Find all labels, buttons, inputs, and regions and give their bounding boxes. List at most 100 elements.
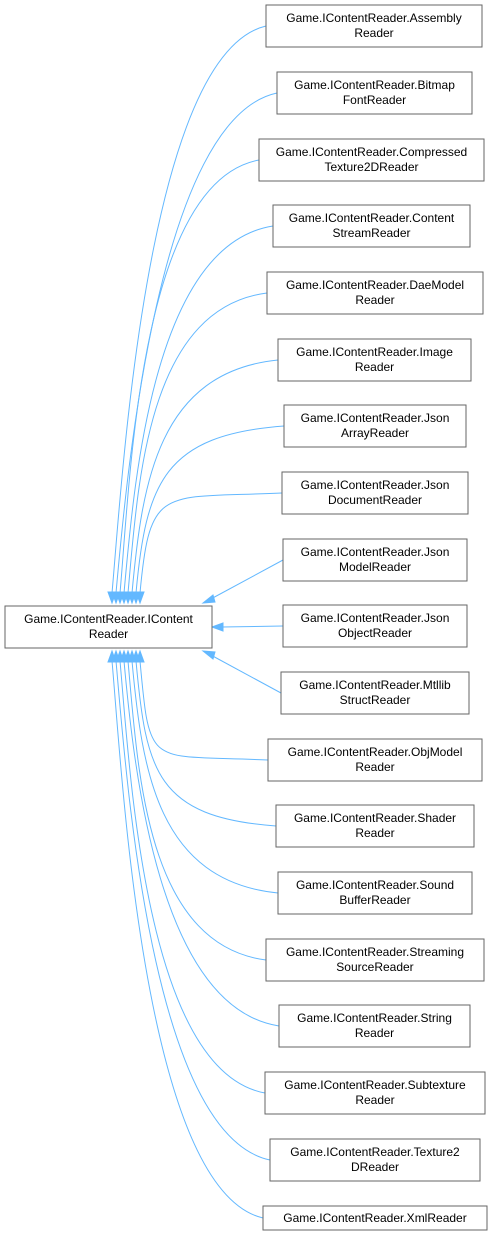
derived-class-label-line1: Game.IContentReader.Content bbox=[289, 211, 455, 225]
inheritance-edge-jsondocumentreader bbox=[135, 492, 283, 605]
inheritance-edge-jsonobjectreader bbox=[210, 622, 284, 632]
derived-class-label-line1: Game.IContentReader.Streaming bbox=[286, 945, 464, 959]
inheritance-edge-imagereader bbox=[127, 359, 279, 605]
derived-class-label-line2: DReader bbox=[351, 1160, 399, 1174]
derived-class-label-line1: Game.IContentReader.Json bbox=[301, 411, 450, 425]
inheritance-edges bbox=[107, 25, 285, 1219]
node-box bbox=[277, 871, 473, 915]
node-box bbox=[269, 1138, 481, 1182]
derived-class-label-line1: Game.IContentReader.Json bbox=[301, 478, 450, 492]
derived-class-label-line1: Game.IContentReader.Json bbox=[301, 545, 450, 559]
derived-class-node-streamingsourcereader[interactable]: Game.IContentReader.StreamingSourceReade… bbox=[265, 938, 485, 982]
node-box bbox=[272, 204, 471, 248]
inheritance-edge-jsonarrayreader bbox=[131, 425, 285, 605]
derived-class-label-line1: Game.IContentReader.XmlReader bbox=[283, 1211, 466, 1225]
derived-class-label-line2: BufferReader bbox=[339, 893, 410, 907]
derived-class-label-line2: Texture2DReader bbox=[324, 160, 418, 174]
derived-class-label-line2: ObjectReader bbox=[338, 626, 412, 640]
node-box bbox=[280, 671, 470, 715]
inheritance-edge-streamingsourcereader bbox=[123, 649, 267, 961]
derived-class-label-line2: Reader bbox=[355, 826, 394, 840]
derived-class-label-line2: ArrayReader bbox=[341, 426, 409, 440]
derived-class-label-line1: Game.IContentReader.Subtexture bbox=[284, 1078, 466, 1092]
derived-class-label-line2: Reader bbox=[355, 1026, 394, 1040]
node-box bbox=[264, 1071, 486, 1115]
inheritance-edge-contentstreamreader bbox=[119, 225, 274, 605]
derived-class-label-line2: Reader bbox=[354, 26, 393, 40]
derived-class-label-line2: Reader bbox=[355, 760, 394, 774]
derived-class-label-line1: Game.IContentReader.Assembly bbox=[286, 11, 461, 25]
node-box bbox=[265, 4, 483, 48]
derived-class-node-xmlreader[interactable]: Game.IContentReader.XmlReader bbox=[262, 1205, 488, 1231]
arrowhead bbox=[201, 594, 216, 604]
node-box bbox=[267, 738, 483, 782]
arrowhead bbox=[107, 649, 117, 663]
derived-class-label-line1: Game.IContentReader.Texture2 bbox=[290, 1145, 460, 1159]
arrowhead bbox=[210, 622, 224, 632]
node-box bbox=[277, 338, 472, 382]
derived-class-node-compressedtexture2dreader[interactable]: Game.IContentReader.CompressedTexture2DR… bbox=[258, 138, 485, 182]
derived-class-label-line1: Game.IContentReader.Json bbox=[301, 611, 450, 625]
derived-class-label-line2: DocumentReader bbox=[328, 493, 422, 507]
base-class-label-line2: Reader bbox=[89, 627, 128, 641]
derived-class-label-line2: FontReader bbox=[343, 93, 406, 107]
node-box bbox=[281, 471, 469, 515]
base-class-label-line1: Game.IContentReader.IContent bbox=[24, 612, 193, 626]
inheritance-edge-objmodelreader bbox=[135, 649, 269, 761]
derived-class-label-line1: Game.IContentReader.Sound bbox=[296, 878, 454, 892]
node-box bbox=[262, 1205, 488, 1231]
inheritance-edge-xmlreader bbox=[107, 649, 264, 1219]
node-box bbox=[282, 538, 468, 582]
derived-class-label-line1: Game.IContentReader.Compressed bbox=[276, 145, 467, 159]
inheritance-edge-soundbufferreader bbox=[127, 649, 279, 894]
base-class-node[interactable]: Game.IContentReader.IContent Reader bbox=[4, 605, 213, 649]
inheritance-edge-jsonmodelreader bbox=[201, 559, 284, 604]
derived-class-label-line1: Game.IContentReader.DaeModel bbox=[286, 278, 464, 292]
inheritance-edge-shaderreader bbox=[131, 649, 277, 827]
node-box bbox=[282, 604, 468, 648]
class-nodes: Game.IContentReader.IContent Reader Game… bbox=[4, 4, 488, 1231]
derived-class-label-line1: Game.IContentReader.Image bbox=[296, 345, 453, 359]
node-box bbox=[276, 71, 473, 115]
arrowhead bbox=[135, 591, 145, 605]
derived-class-label-line1: Game.IContentReader.String bbox=[297, 1011, 452, 1025]
arrowhead bbox=[201, 650, 216, 660]
derived-class-label-line1: Game.IContentReader.Shader bbox=[294, 811, 456, 825]
node-box bbox=[283, 404, 467, 448]
derived-class-label-line1: Game.IContentReader.Bitmap bbox=[294, 78, 455, 92]
node-box bbox=[275, 804, 475, 848]
derived-class-label-line1: Game.IContentReader.ObjModel bbox=[288, 745, 463, 759]
node-box bbox=[278, 1004, 471, 1048]
inheritance-edge-mtllibstructreader bbox=[201, 650, 282, 694]
node-box bbox=[258, 138, 485, 182]
derived-class-label-line2: Reader bbox=[355, 293, 394, 307]
derived-class-label-line2: SourceReader bbox=[336, 960, 413, 974]
node-box bbox=[266, 271, 484, 315]
inheritance-edge-compressedtexture2dreader bbox=[115, 159, 260, 605]
derived-class-label-line2: ModelReader bbox=[339, 560, 411, 574]
derived-class-label-line2: StructReader bbox=[340, 693, 411, 707]
node-box bbox=[265, 938, 485, 982]
derived-class-node-texture2dreader[interactable]: Game.IContentReader.Texture2DReader bbox=[269, 1138, 481, 1182]
derived-class-label-line2: Reader bbox=[355, 1093, 394, 1107]
inheritance-edge-stringreader bbox=[119, 649, 280, 1027]
derived-class-label-line2: Reader bbox=[355, 360, 394, 374]
derived-class-label-line1: Game.IContentReader.Mtllib bbox=[299, 678, 451, 692]
derived-class-label-line2: StreamReader bbox=[332, 226, 410, 240]
